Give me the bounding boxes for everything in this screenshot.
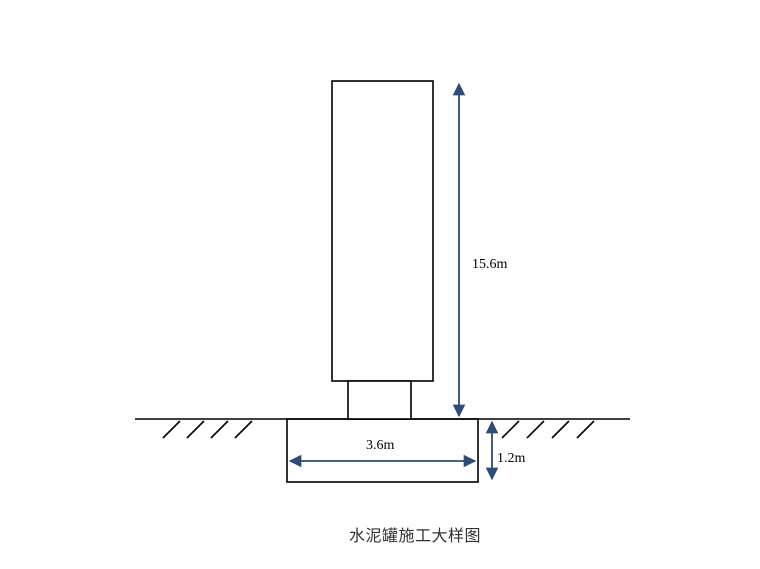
width-dimension-label: 3.6m [366,438,395,453]
diagram-caption: 水泥罐施工大样图 [348,526,481,545]
depth-dimension-label: 1.2m [497,451,526,466]
tank-support [347,380,412,420]
ground-hatch-right [501,420,595,439]
height-dimension-label: 15.6m [472,257,508,272]
tank-body [331,80,434,382]
ground-hatch-left [162,420,253,439]
